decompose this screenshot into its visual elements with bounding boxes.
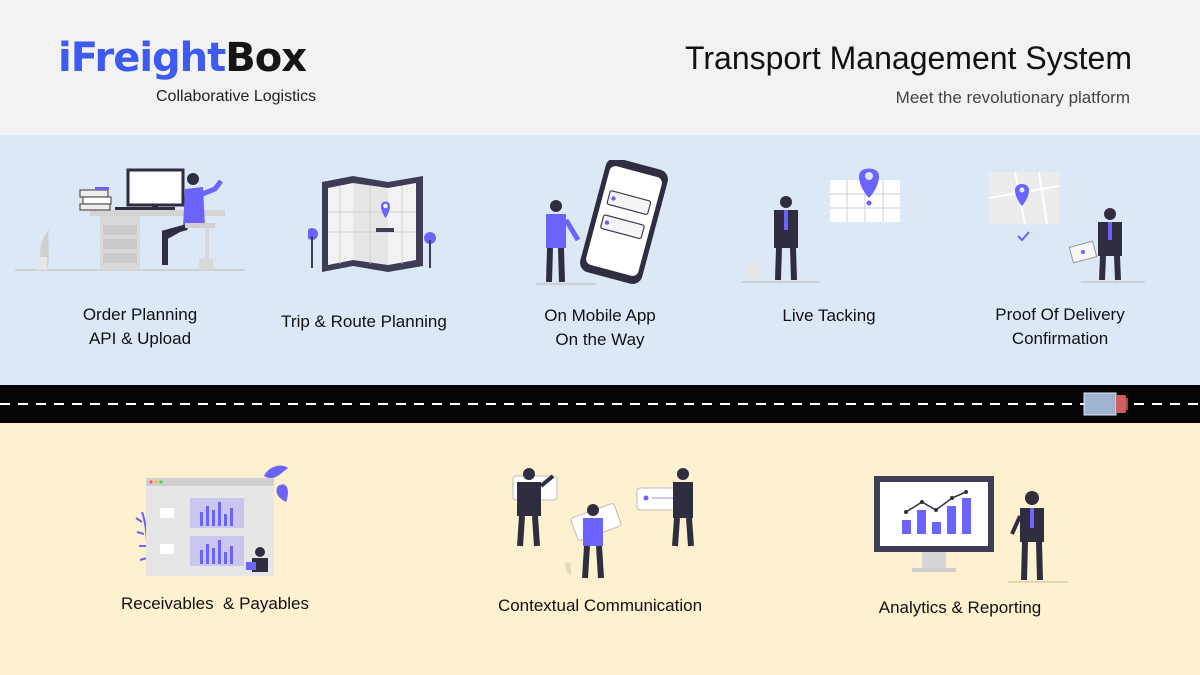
feature-label-line1: Contextual Communication [497,596,703,615]
logo[interactable]: iFreightBox [58,34,307,82]
truck-icon [1083,392,1128,416]
feature-label-line1: Analytics & Reporting [878,598,1042,617]
logo-tagline: Collaborative Logistics [156,88,317,105]
road-dashed-line [0,403,1200,405]
feature-label-line1: Proof Of Delivery [995,305,1125,324]
page-subtitle: Meet the revolutionary platform [895,88,1130,107]
mobile-phone-illustration [536,160,668,285]
logo-part-box: Box [225,35,307,81]
live-tracking-illustration [742,168,900,283]
feature-label-line1: Receivables & Payables [120,594,310,613]
communication-illustration [512,468,694,579]
feature-label-line1: Live Tacking [782,306,876,325]
feature-label-line2: Confirmation [1011,329,1109,348]
feature-label-line1: Order Planning [82,305,198,324]
feature-mobile-app: On Mobile App On the Way [500,304,700,352]
feature-trip-route-planning: Trip & Route Planning [264,310,464,334]
feature-receivables-payables: Receivables & Payables [95,592,335,616]
header: iFreightBox Collaborative Logistics Tran… [0,0,1200,135]
feature-proof-of-delivery: Proof Of Delivery Confirmation [960,303,1160,351]
feature-label-line2: API & Upload [88,329,192,348]
folded-map-illustration [308,176,436,272]
page-title: Transport Management System [685,40,1132,76]
feature-label-line2: On the Way [555,330,645,349]
feature-analytics-reporting: Analytics & Reporting [840,596,1080,620]
road-divider [0,385,1200,423]
feature-order-planning: Order Planning API & Upload [40,303,240,351]
logo-part-ifreight: iFreight [58,35,226,81]
analytics-monitor-illustration [874,476,1068,583]
feature-label-line1: On Mobile App [544,306,656,325]
feature-contextual-communication: Contextual Communication [470,594,730,618]
person-at-desk-illustration [15,168,245,271]
feature-label-line1: Trip & Route Planning [281,312,447,331]
proof-of-delivery-illustration [988,171,1145,283]
feature-live-tracking: Live Tacking [729,304,929,328]
receivables-dashboard-illustration [135,465,288,576]
